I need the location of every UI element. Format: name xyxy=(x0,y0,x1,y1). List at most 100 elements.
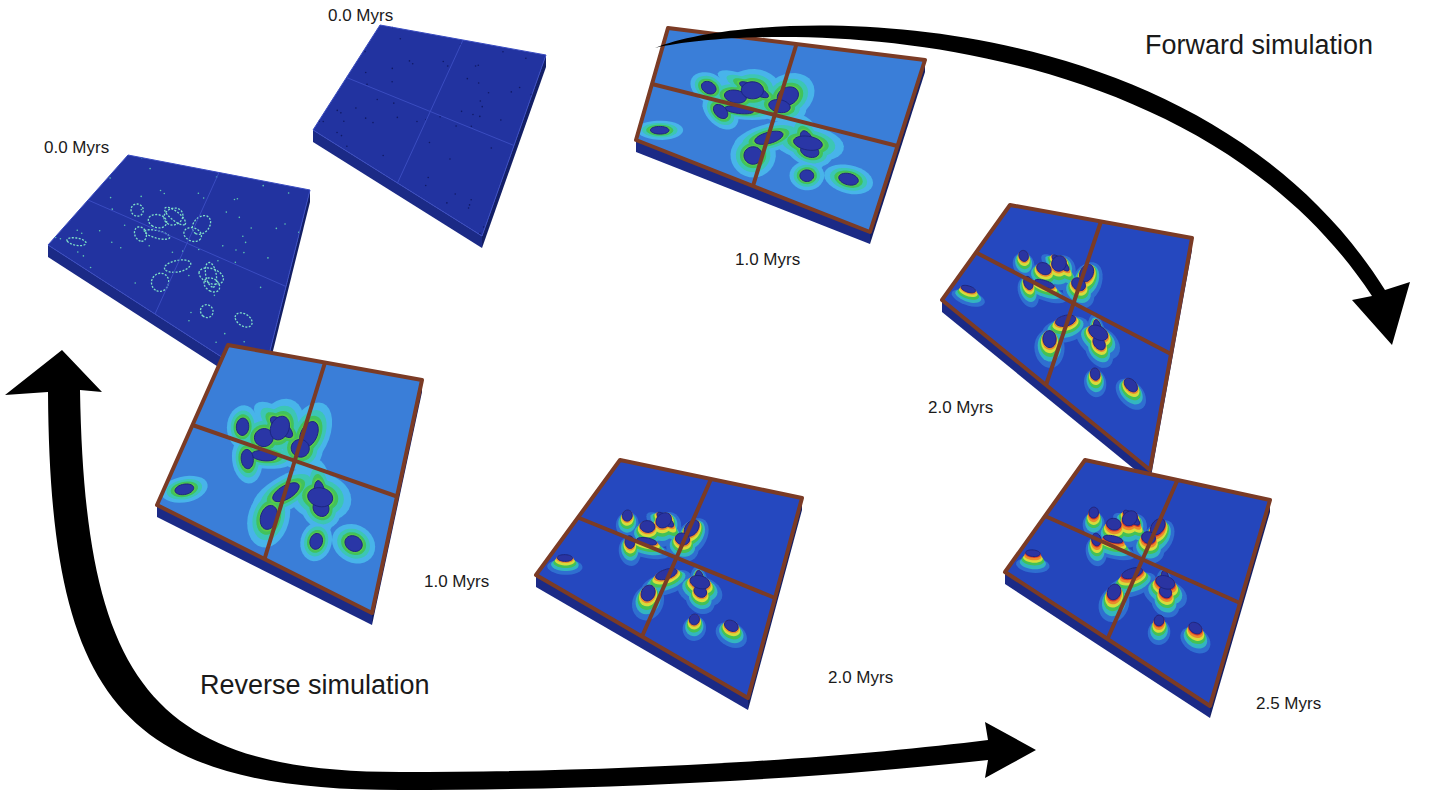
surface-dot xyxy=(510,91,512,93)
surface-dot xyxy=(447,65,449,67)
surface-dot xyxy=(288,192,290,194)
forward-arrow xyxy=(655,26,1410,345)
time-label: 0.0 Myrs xyxy=(328,6,393,26)
surface-dot xyxy=(276,228,278,230)
surface-dot xyxy=(188,275,190,277)
elevation-contour xyxy=(640,521,655,533)
surface-dot xyxy=(446,202,448,204)
surface-dot xyxy=(222,245,224,247)
elevation-contour xyxy=(1042,330,1057,349)
surface-dot xyxy=(160,190,162,192)
elevation-contour xyxy=(830,168,867,191)
elevation-contour xyxy=(638,121,683,140)
elevation-contour xyxy=(1188,623,1202,636)
surface-dot xyxy=(454,193,456,195)
elevation-contour xyxy=(1052,255,1069,271)
elevation-contour xyxy=(343,534,363,553)
elevation-contour xyxy=(235,417,250,437)
elevation-contour xyxy=(639,521,656,535)
elevation-contour xyxy=(1154,615,1164,626)
elevation-contour xyxy=(1090,368,1100,380)
direction-label: Reverse simulation xyxy=(200,670,430,701)
elevation-contour xyxy=(1089,507,1099,518)
surface-dot xyxy=(429,142,431,144)
elevation-contour xyxy=(1052,256,1067,271)
elevation-contour xyxy=(656,512,675,529)
island-outline xyxy=(134,227,146,241)
elevation-contour xyxy=(1081,326,1115,354)
elevation-contour xyxy=(240,448,254,471)
reverse-arrow xyxy=(5,350,1036,790)
elevation-contour xyxy=(797,167,817,184)
elevation-contour xyxy=(655,513,677,532)
surface-dot xyxy=(224,333,226,335)
surface-dot xyxy=(391,68,393,70)
elevation-contour xyxy=(787,133,828,154)
elevation-contour xyxy=(1107,518,1121,530)
surface-dot xyxy=(111,241,113,243)
surface-dot xyxy=(250,227,252,229)
surface-dot xyxy=(467,78,469,80)
island-outline xyxy=(67,238,86,246)
elevation-contour xyxy=(725,620,739,631)
surface-dot xyxy=(525,57,527,59)
surface-dot xyxy=(124,224,126,226)
time-label: 1.0 Myrs xyxy=(424,572,489,592)
surface-dot xyxy=(120,247,122,249)
time-label: 2.5 Myrs xyxy=(1256,694,1321,714)
terrain-tile xyxy=(157,345,422,625)
elevation-contour xyxy=(834,171,862,188)
tile-surface xyxy=(1005,460,1270,706)
surface-dot xyxy=(163,193,165,195)
surface-dot xyxy=(239,217,241,219)
island-outline xyxy=(235,313,252,327)
surface-dot xyxy=(372,122,374,124)
surface-dot xyxy=(214,295,216,297)
surface-dot xyxy=(243,341,245,343)
surface-dot xyxy=(382,155,384,157)
elevation-contour xyxy=(689,614,701,626)
surface-dot xyxy=(365,72,367,74)
grid-line xyxy=(347,78,515,146)
surface-dot xyxy=(262,185,264,187)
grid-line xyxy=(976,253,1171,355)
surface-dot xyxy=(336,110,338,112)
surface-dot xyxy=(468,207,470,209)
terrain-tile xyxy=(313,25,546,248)
surface-dot xyxy=(461,111,463,113)
tile-border xyxy=(536,460,802,698)
elevation-contour xyxy=(1088,508,1098,520)
elevation-contour xyxy=(1019,250,1028,261)
island-outline xyxy=(131,204,143,216)
surface-dot xyxy=(149,168,151,170)
surface-dot xyxy=(400,38,402,40)
time-label: 2.0 Myrs xyxy=(928,398,993,418)
elevation-contour xyxy=(689,575,712,590)
surface-dot xyxy=(235,249,237,251)
elevation-contour xyxy=(656,513,671,528)
elevation-contour xyxy=(1076,324,1120,360)
surface-dot xyxy=(477,64,479,66)
island-outline xyxy=(199,268,223,284)
surface-dot xyxy=(235,262,237,264)
tile-surface xyxy=(536,460,802,698)
elevation-contour xyxy=(308,488,333,507)
elevation-contour xyxy=(167,479,202,500)
surface-dot xyxy=(393,102,395,104)
surface-dot xyxy=(109,177,111,179)
elevation-contour xyxy=(713,104,727,118)
time-label: 0.0 Myrs xyxy=(44,138,109,158)
island-outline xyxy=(200,305,213,318)
surface-dot xyxy=(188,320,190,322)
elevation-contour xyxy=(270,416,289,440)
elevation-contour xyxy=(1155,576,1176,591)
surface-dot xyxy=(60,238,62,240)
surface-dot xyxy=(243,252,245,254)
elevation-contour xyxy=(824,164,873,194)
elevation-contour xyxy=(837,172,860,186)
surface-dot xyxy=(376,99,378,101)
surface-dot xyxy=(110,197,112,199)
surface-dot xyxy=(341,135,343,137)
tile-surface xyxy=(48,155,310,383)
elevation-contour xyxy=(641,585,655,601)
